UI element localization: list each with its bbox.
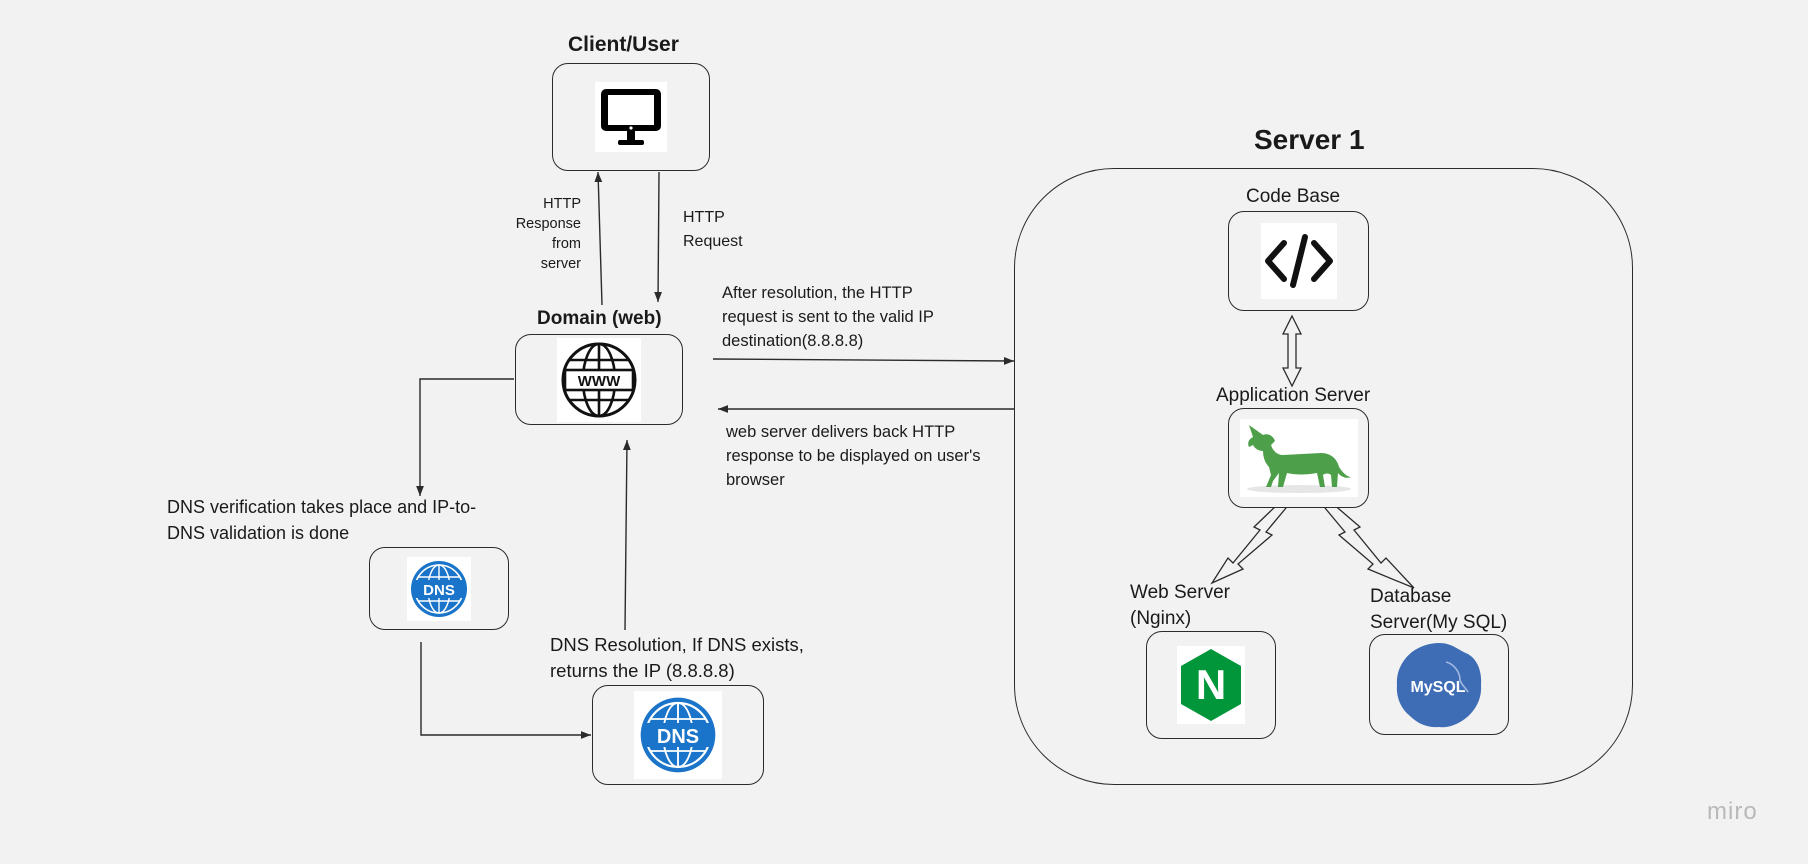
- after-resolution-line: After resolution, the HTTP: [722, 284, 913, 302]
- http-response-line: server: [540, 256, 581, 272]
- mysql-icon: MySQL: [1393, 639, 1485, 731]
- db-server-line: Server(My SQL): [1370, 612, 1508, 633]
- http-request-line: Request: [683, 233, 743, 250]
- dns-icon: DNS: [634, 691, 722, 779]
- code-icon: [1260, 223, 1337, 299]
- web-server-line: Web Server: [1130, 582, 1230, 603]
- web-delivers-line: web server delivers back HTTP: [726, 423, 956, 441]
- dns-resolution-line: returns the IP (8.8.8.8): [550, 660, 735, 681]
- http-request-label: HTTP Request: [683, 206, 743, 254]
- app-to-db-zigzag-arrow: [1324, 502, 1415, 589]
- http-request-line: HTTP: [683, 209, 725, 226]
- dns-resolution-to-domain-arrow: [622, 439, 631, 631]
- mysql-text: MySQL: [1410, 679, 1465, 696]
- http-response-line: Response: [515, 216, 581, 232]
- http-response-line: HTTP: [543, 196, 581, 212]
- web-delivers-line: response to be displayed on user's: [726, 447, 981, 465]
- unicorn-icon: [1239, 419, 1358, 497]
- client-box[interactable]: [552, 63, 710, 171]
- db-server-box[interactable]: MySQL: [1369, 634, 1509, 735]
- codebase-app-double-arrow: [1281, 314, 1303, 388]
- web-server-line: (Nginx): [1130, 608, 1192, 629]
- http-response-line: from: [552, 236, 581, 252]
- dns-verification-to-resolution-arrow: [420, 642, 591, 739]
- dns-verification-label: DNS verification takes place and IP-to- …: [167, 494, 476, 546]
- dns-verification-line: DNS verification takes place and IP-to-: [167, 497, 477, 517]
- monitor-icon: [595, 82, 667, 152]
- http-request-arrow: [654, 171, 662, 303]
- dns-resolution-box[interactable]: DNS: [592, 685, 764, 785]
- app-server-label: Application Server: [1216, 385, 1371, 406]
- after-resolution-label: After resolution, the HTTP request is se…: [722, 281, 934, 353]
- domain-box[interactable]: WWW: [515, 334, 683, 425]
- www-text: WWW: [578, 373, 621, 390]
- app-to-web-zigzag-arrow: [1210, 502, 1287, 585]
- db-server-label: Database Server(My SQL): [1370, 584, 1507, 636]
- nginx-icon: N: [1177, 646, 1245, 724]
- nginx-letter: N: [1196, 661, 1226, 708]
- request-to-server-arrow: [712, 357, 1015, 365]
- server-title: Server 1: [1254, 124, 1365, 155]
- after-resolution-line: request is sent to the valid IP: [722, 308, 934, 326]
- dns-verification-box[interactable]: DNS: [369, 547, 509, 630]
- miro-watermark: miro: [1707, 798, 1758, 825]
- dns-text: DNS: [657, 726, 699, 748]
- app-server-box[interactable]: [1228, 408, 1369, 508]
- web-delivers-line: browser: [726, 471, 785, 489]
- code-base-box[interactable]: [1228, 211, 1369, 311]
- db-server-line: Database: [1370, 586, 1452, 607]
- server-container[interactable]: [1014, 168, 1633, 785]
- www-globe-icon: WWW: [557, 337, 641, 422]
- dns-verification-line: DNS validation is done: [167, 523, 350, 543]
- web-delivers-label: web server delivers back HTTP response t…: [726, 420, 980, 492]
- web-server-box[interactable]: N: [1146, 631, 1276, 739]
- http-response-arrow: [594, 171, 603, 306]
- dns-resolution-line: DNS Resolution, If DNS exists,: [550, 634, 804, 655]
- web-server-label: Web Server (Nginx): [1130, 580, 1230, 632]
- http-response-label: HTTP Response from server: [480, 194, 581, 274]
- domain-to-dns-verification-arrow: [416, 378, 514, 496]
- code-base-label: Code Base: [1246, 186, 1341, 207]
- dns-icon: DNS: [407, 556, 471, 621]
- dns-text: DNS: [423, 582, 455, 599]
- client-title: Client/User: [568, 33, 679, 56]
- after-resolution-line: destination(8.8.8.8): [722, 332, 864, 350]
- dns-resolution-label: DNS Resolution, If DNS exists, returns t…: [550, 632, 804, 684]
- domain-title: Domain (web): [537, 308, 662, 329]
